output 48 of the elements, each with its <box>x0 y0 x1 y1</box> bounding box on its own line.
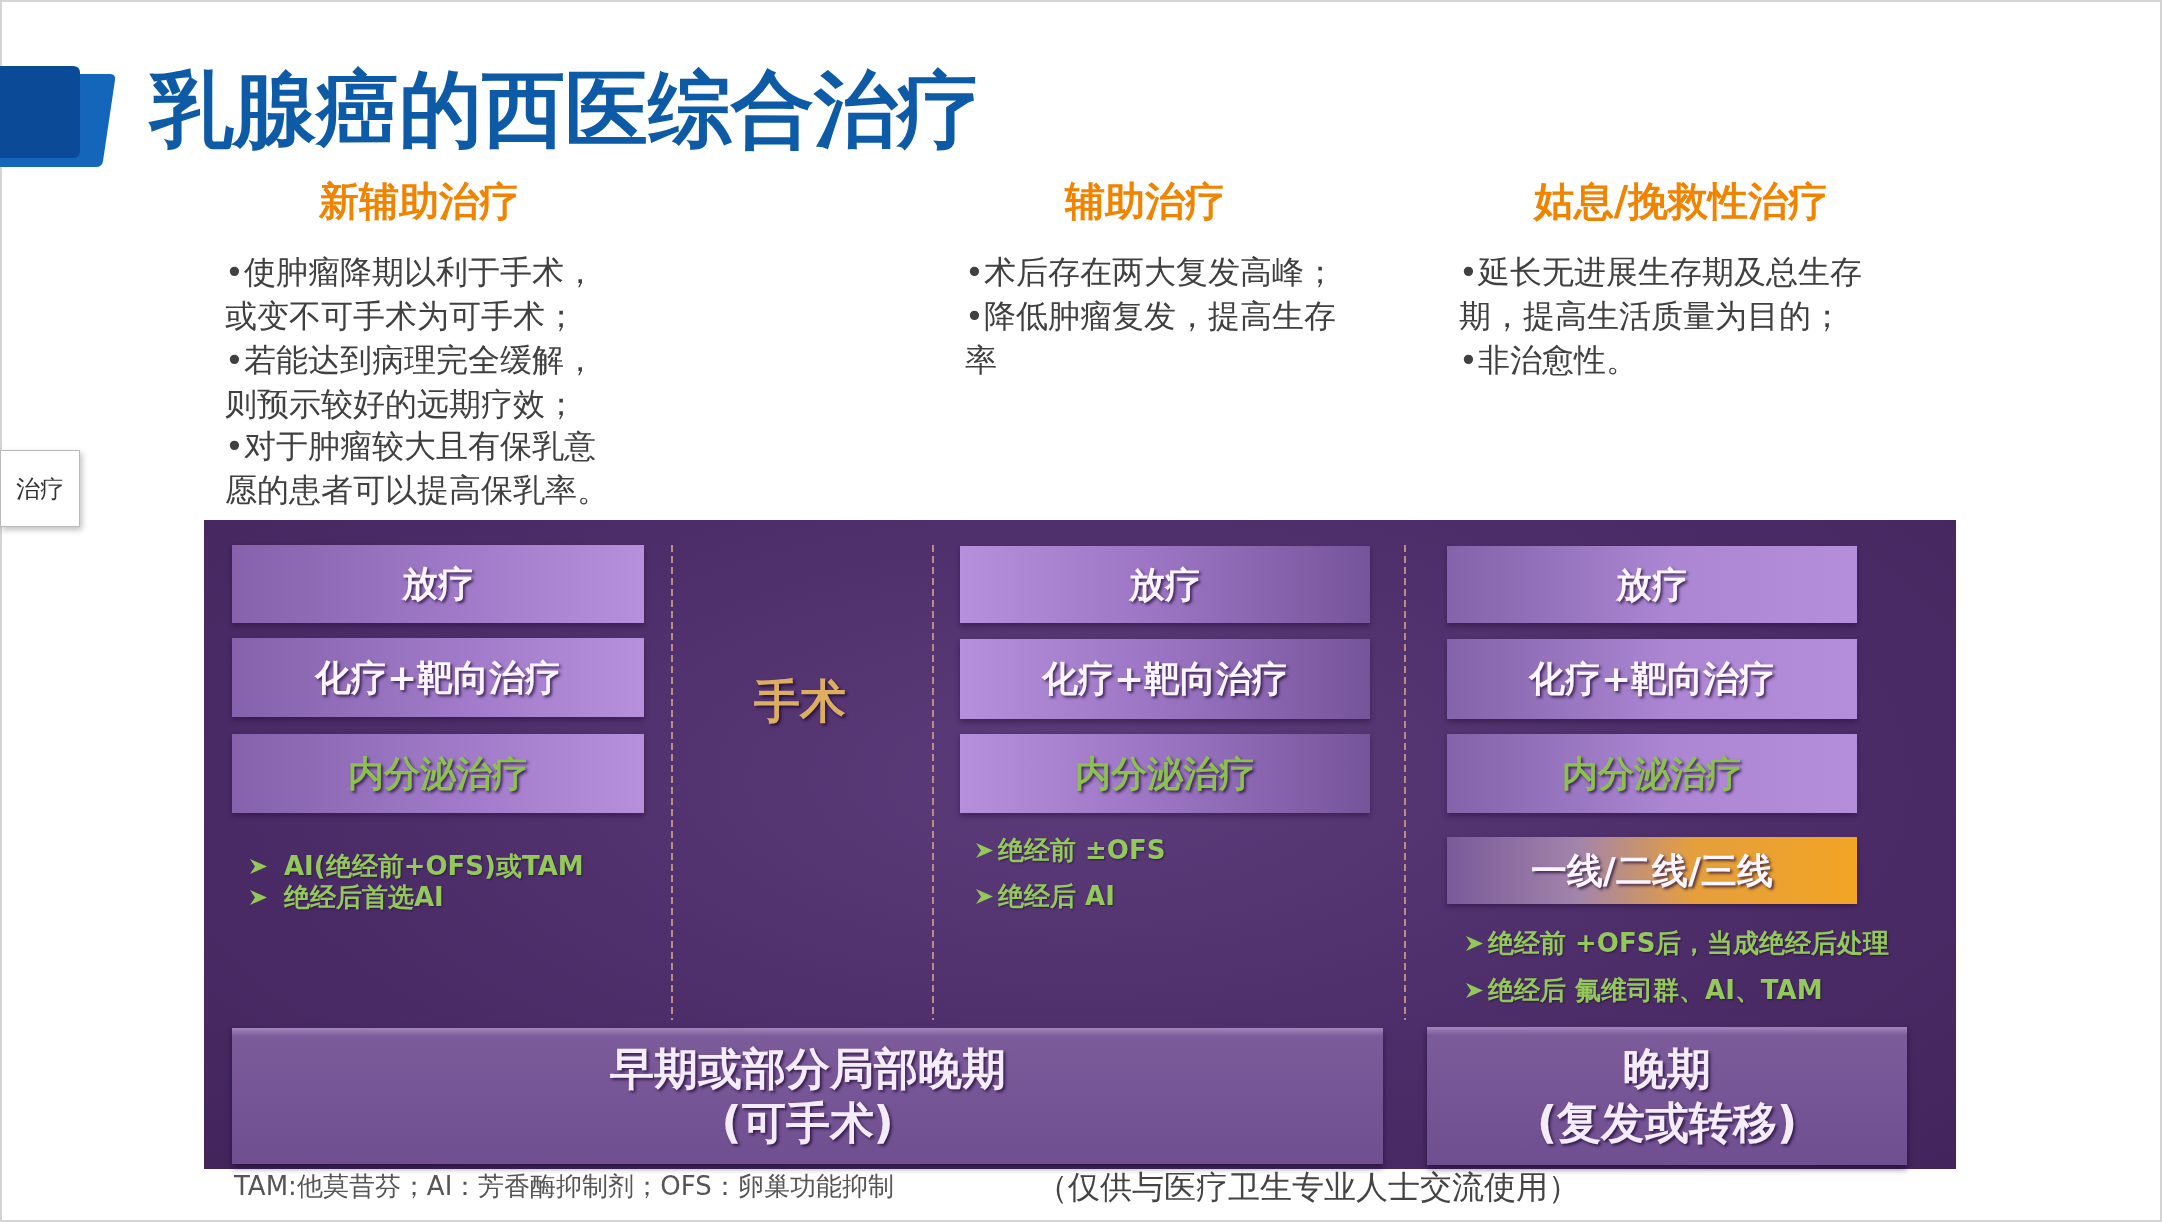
regimen-note: 绝经后 氟维司群、AI、TAM <box>1488 975 1823 1006</box>
regimen-note: AI(绝经前+OFS)或TAM <box>284 851 584 882</box>
therapy-label: 内分泌治疗 <box>1562 752 1742 795</box>
stage-bar <box>1427 1027 1907 1165</box>
bullet-text: •术后存在两大复发高峰； <box>965 252 1337 293</box>
treatment-line-bar <box>1447 837 1857 904</box>
bullet-text: •对于肿瘤较大且有保乳意愿的患者可以提高保乳率。 <box>225 426 610 511</box>
therapy-label: 化疗+靶向治疗 <box>314 656 562 699</box>
regimen-note: 绝经前 ±OFS <box>998 835 1166 866</box>
stage-bar <box>232 1028 1383 1164</box>
therapy-bar <box>232 545 644 623</box>
therapy-bar <box>1447 734 1857 813</box>
stage-title: 晚期 <box>1623 1042 1711 1096</box>
therapy-bar <box>232 638 644 717</box>
procedure-label: 手术 <box>753 673 847 730</box>
therapy-bar <box>1447 639 1857 719</box>
treatment-line-label: 一线/二线/三线 <box>1530 849 1774 892</box>
stage-title: 早期或部分局部晚期 <box>609 1042 1006 1096</box>
treatment-panel <box>204 520 1956 1169</box>
column-heading: 辅助治疗 <box>1063 177 1226 226</box>
regimen-note: 绝经后 AI <box>998 881 1115 912</box>
bullet-text: •使肿瘤降期以利于手术，或变不可手术为可手术； <box>225 252 597 337</box>
usage-note: （仅供与医疗卫生专业人士交流使用） <box>1036 1170 1580 1204</box>
bullet-text: •降低肿瘤复发，提高生存率 <box>965 296 1337 381</box>
therapy-label: 放疗 <box>1129 563 1201 606</box>
therapy-label: 化疗+靶向治疗 <box>1041 658 1289 700</box>
bullet-text: •非治愈性。 <box>1459 340 1639 381</box>
therapy-bar <box>960 734 1370 813</box>
therapy-label: 放疗 <box>402 563 474 605</box>
bullet-text: •延长无进展生存期及总生存期，提高生活质量为目的； <box>1459 252 1863 337</box>
column-heading: 姑息/挽救性治疗 <box>1532 177 1830 226</box>
therapy-bar <box>1447 546 1857 623</box>
slide-title: 乳腺癌的西医综合治疗 <box>150 60 980 160</box>
side-tab <box>0 450 80 527</box>
therapy-bar <box>960 546 1370 623</box>
therapy-bar <box>232 734 644 813</box>
stage-note: (可手术) <box>721 1096 894 1150</box>
tab-label: 治疗 <box>16 473 64 504</box>
bullet-text: •若能达到病理完全缓解，则预示较好的远期疗效； <box>225 340 597 425</box>
therapy-label: 内分泌治疗 <box>348 752 528 795</box>
therapy-label: 化疗+靶向治疗 <box>1528 658 1776 700</box>
therapy-label: 内分泌治疗 <box>1075 752 1255 795</box>
regimen-note: 绝经后首选AI <box>284 882 444 913</box>
stage-note: (复发或转移) <box>1536 1096 1798 1150</box>
therapy-bar <box>960 639 1370 719</box>
regimen-note: 绝经前 +OFS后，当成绝经后处理 <box>1488 928 1890 959</box>
therapy-label: 放疗 <box>1616 563 1688 606</box>
column-heading: 新辅助治疗 <box>318 177 520 226</box>
